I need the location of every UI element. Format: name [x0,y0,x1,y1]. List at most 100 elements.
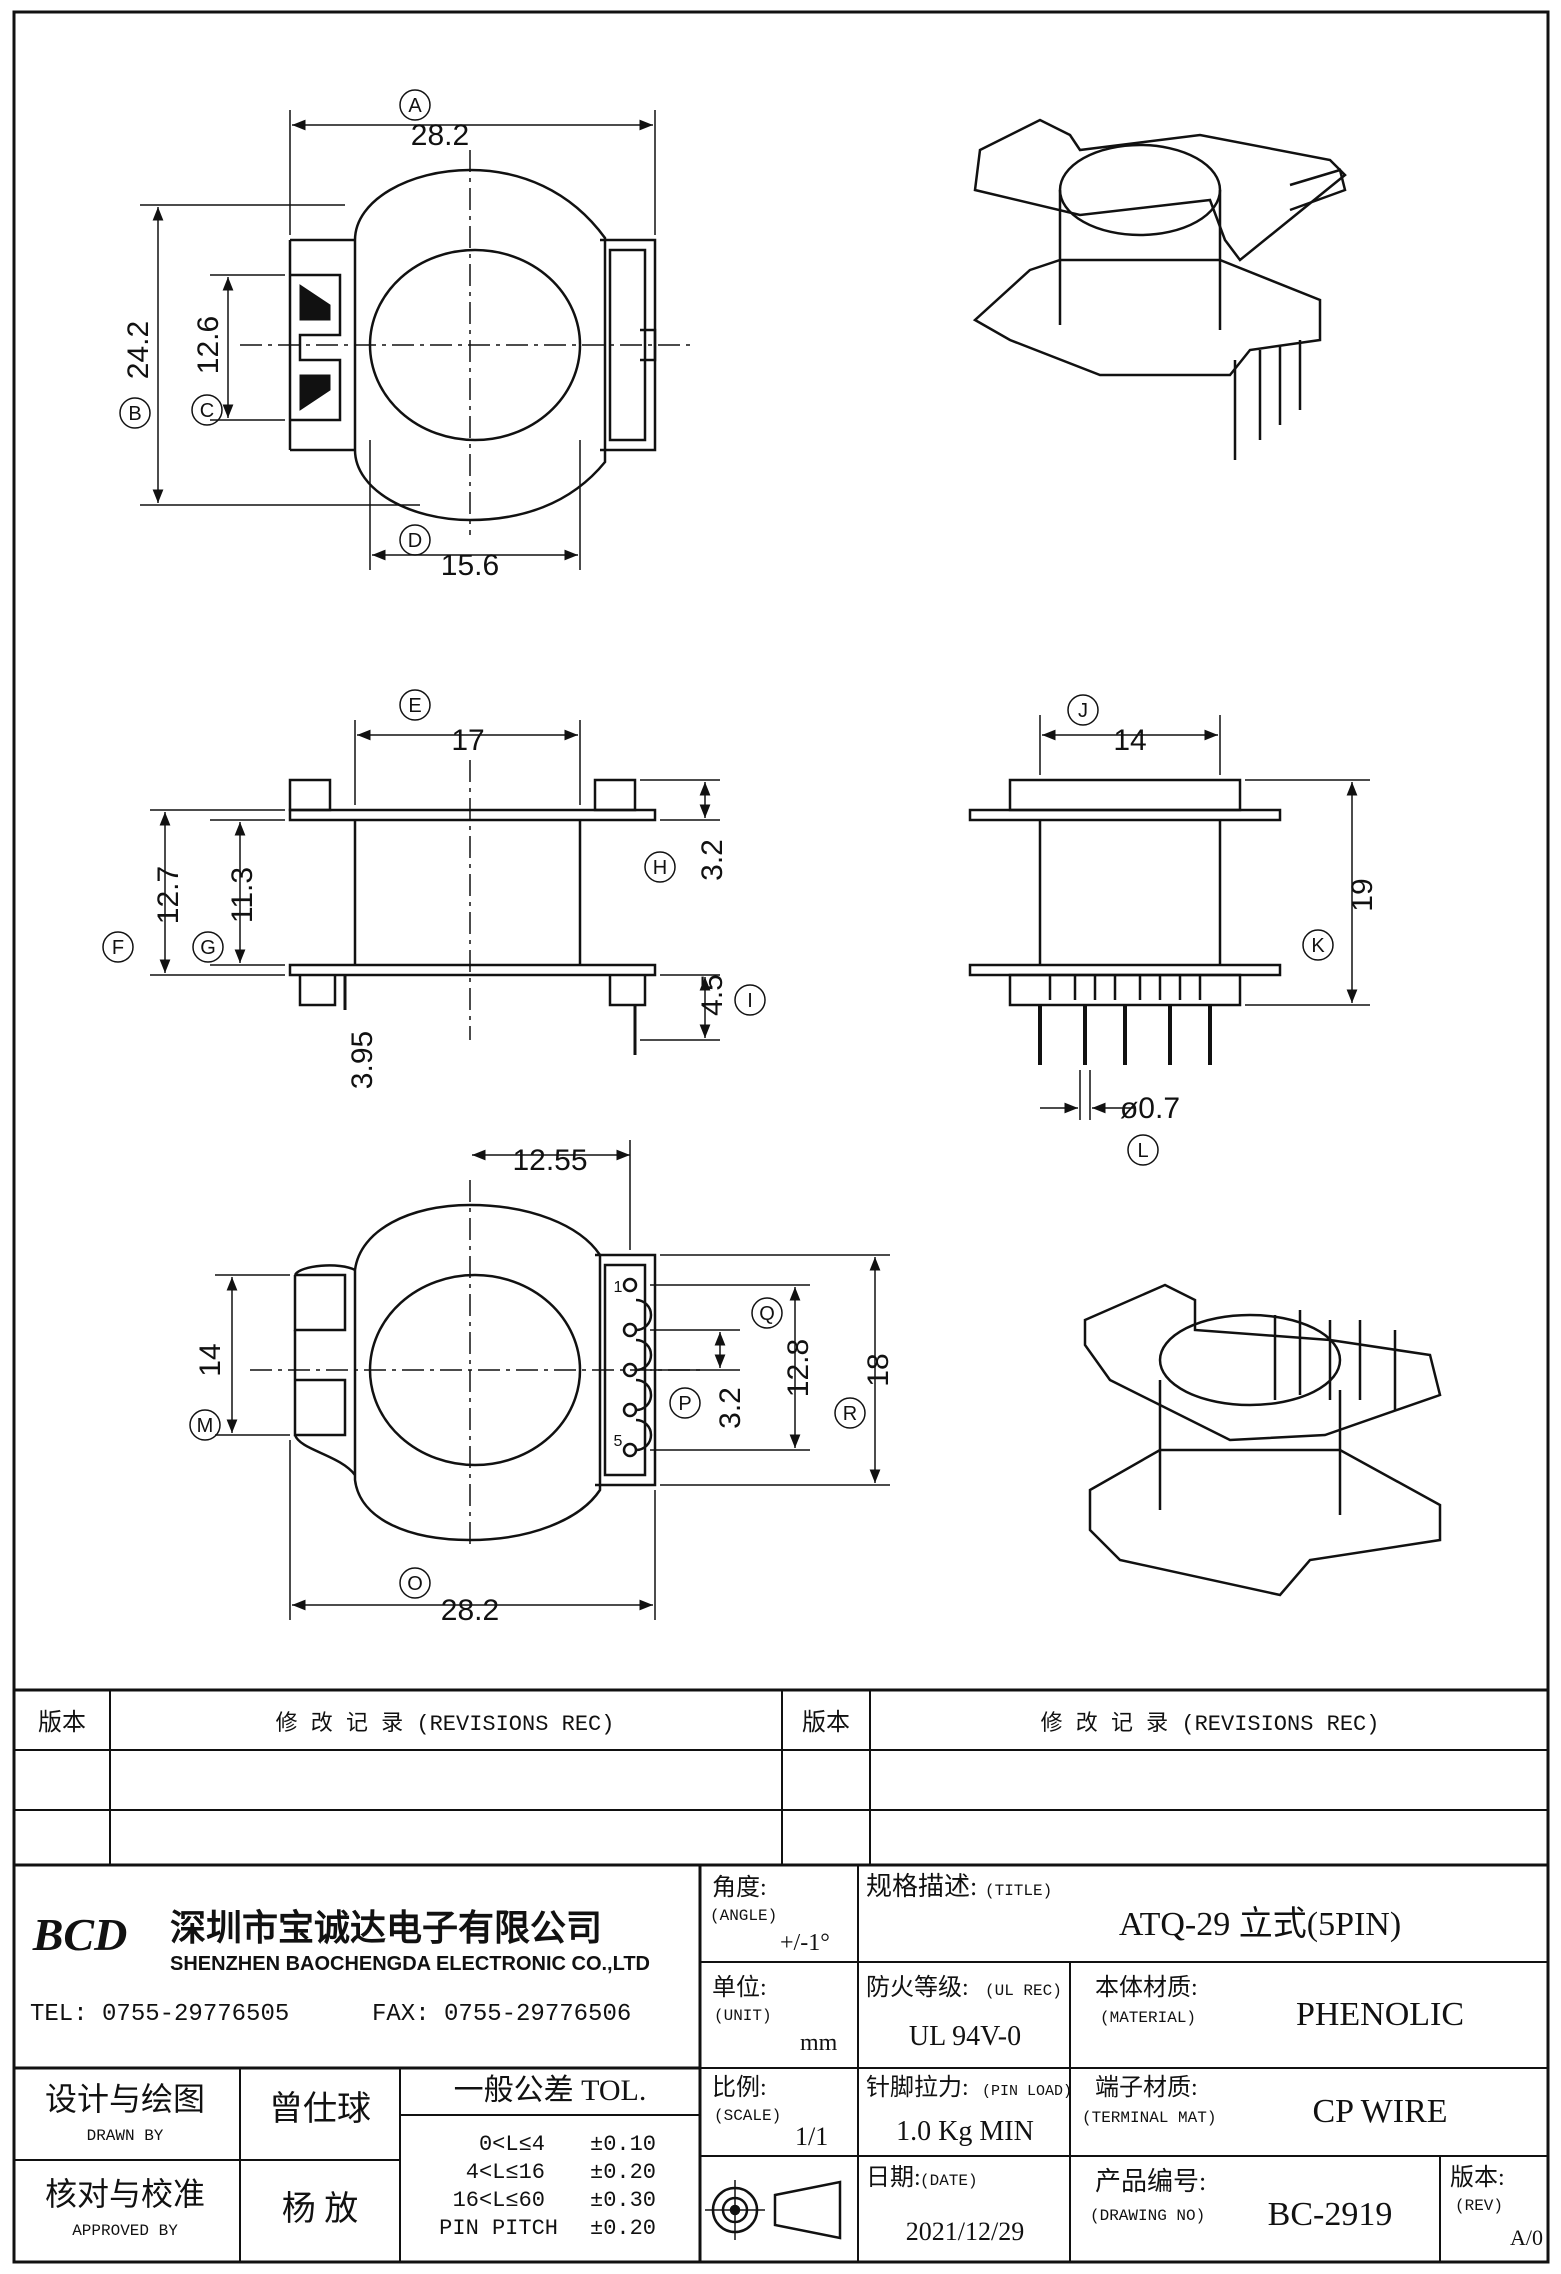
side-dims [1039,715,1370,1120]
drawn-label: 设计与绘图 [45,2081,205,2117]
dim-side-width: 14 [1113,724,1146,757]
svg-text:G: G [200,937,216,959]
dim-top-height: 24.2 [122,321,155,379]
dim-bottom-span: 14 [194,1343,227,1376]
dim-top-width: 28.2 [411,119,469,152]
pin-1-label: 1 [614,1279,623,1296]
dim-bottom-width: 28.2 [441,1594,499,1627]
rev-label: 版本: [1450,2164,1505,2191]
company-block: BCD 深圳市宝诚达电子有限公司 SHENZHEN BAOCHENGDA ELE… [30,1908,650,2028]
unit-value: mm [800,2030,838,2056]
svg-text:M: M [197,1415,214,1437]
title-value: ATQ-29 立式(5PIN) [1119,1905,1401,1943]
dim-top-window: 12.6 [192,316,225,374]
svg-text:O: O [407,1573,423,1595]
scale-en: (SCALE) [714,2107,781,2125]
terminal-value: CP WIRE [1312,2093,1447,2130]
front-view [288,760,657,1055]
dim-front-inner: 11.3 [226,867,259,923]
date-value: 2021/12/29 [906,2217,1024,2246]
svg-text:F: F [112,937,124,959]
side-view [968,778,1282,1065]
tol-val-1: ±0.20 [590,2160,656,2185]
scale-label: 比例: [712,2074,767,2101]
tol-range-0: 0<L≤4 [479,2132,545,2157]
revisions-table [14,1688,1548,1867]
approved-en: APPROVED BY [72,2222,178,2240]
bottom-dims [215,1140,890,1620]
dim-front-height: 12.7 [152,866,185,924]
ul-value: UL 94V-0 [909,2021,1021,2052]
pinload-value: 1.0 Kg MIN [896,2116,1034,2147]
svg-text:P: P [678,1393,691,1415]
svg-text:E: E [408,695,421,717]
company-tel: TEL: 0755-29776505 [30,2001,289,2028]
company-name-en: SHENZHEN BAOCHENGDA ELECTRONIC CO.,LTD [170,1953,650,1975]
ref-e: E [399,689,431,721]
rec-col-right: 修 改 记 录 (REVISIONS REC) [1041,1711,1380,1737]
svg-text:L: L [1137,1140,1148,1162]
svg-text:B: B [128,403,141,425]
unit-en: (UNIT) [714,2007,772,2025]
rec-col-left: 修 改 记 录 (REVISIONS REC) [276,1711,615,1737]
svg-text:J: J [1078,700,1088,722]
scale-value: 1/1 [795,2122,828,2151]
ul-label: 防火等级: [866,1974,969,2001]
ref-a: A [399,89,431,121]
company-name-cn: 深圳市宝诚达电子有限公司 [170,1908,602,1948]
tol-val-3: ±0.20 [590,2216,656,2241]
svg-text:D: D [408,530,422,552]
ref-r: R [834,1397,866,1429]
drawing-label: 产品编号: [1095,2167,1206,2196]
dim-bottom-height: 18 [862,1353,895,1386]
dim-front-pin-len: 4.5 [696,974,729,1016]
projection-symbol-icon [705,2180,842,2240]
top-dims [140,110,656,570]
rev-value: A/0 [1510,2225,1543,2250]
front-dims [150,720,720,1041]
ref-l: L [1127,1134,1159,1166]
ref-h: H [644,851,676,883]
angle-label: 角度: [712,1874,767,1901]
ul-en: (UL REC) [985,1982,1062,2000]
date-label: 日期: [866,2165,921,2191]
iso-view-bottom [1083,1283,1442,1597]
dim-front-width: 17 [451,724,484,757]
reference-letters: A B C D E F G H I J K L M P Q R O 1 5 [102,89,1334,1599]
ref-o: O [399,1567,431,1599]
drawing-en: (DRAWING NO) [1090,2207,1205,2225]
dim-front-flange: 3.2 [696,839,729,881]
dim-bottom-offset: 12.55 [512,1144,587,1177]
drawing-value: BC-2919 [1268,2196,1393,2233]
tol-range-1: 4<L≤16 [466,2160,545,2185]
ref-j: J [1067,694,1099,726]
dim-top-bore: 15.6 [441,549,499,582]
svg-text:A: A [408,95,422,117]
svg-text:K: K [1311,935,1325,957]
material-en: (MATERIAL) [1100,2009,1196,2027]
ref-p: P [669,1387,701,1419]
approved-name: 杨 放 [282,2190,359,2228]
ref-q: Q [751,1297,783,1329]
bottom-view [250,1180,700,1550]
ref-d: D [399,524,431,556]
ref-f: F [102,931,134,963]
dim-side-pin-dia: ø0.7 [1120,1092,1180,1125]
angle-value: +/-1° [780,1930,830,1956]
svg-text:I: I [747,990,753,1012]
company-logo: BCD [32,1909,128,1960]
tol-range-2: 16<L≤60 [453,2188,545,2213]
tol-title: 一般公差 TOL. [454,2074,647,2107]
svg-text:R: R [843,1403,857,1425]
tol-range-3: PIN PITCH [439,2216,558,2241]
rev-col-left: 版本 [38,1709,86,1736]
pin-5-label: 5 [614,1433,623,1450]
pinload-label: 针脚拉力: [866,2074,969,2101]
dim-bottom-pitch: 3.2 [714,1387,747,1429]
dim-side-height: 19 [1346,878,1379,911]
title-label: 规格描述: [866,1872,977,1901]
top-view [240,150,690,535]
revisions-labels: 版本 修 改 记 录 (REVISIONS REC) 版本 修 改 记 录 (R… [38,1709,1379,1737]
material-value: PHENOLIC [1296,1996,1464,2033]
